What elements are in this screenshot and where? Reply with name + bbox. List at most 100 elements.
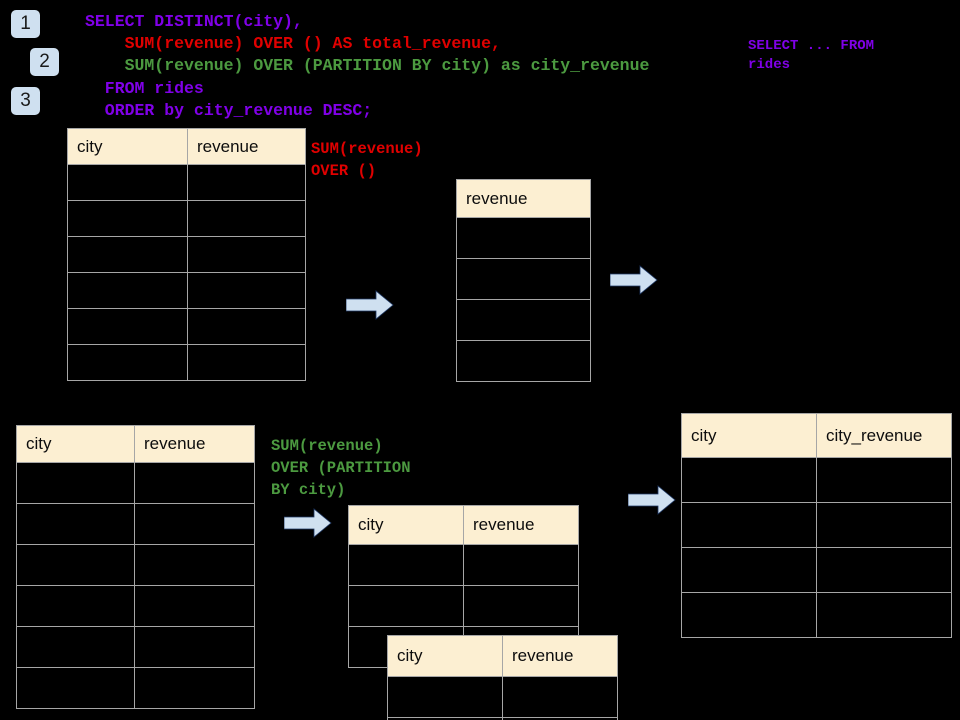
table-row [456,258,591,300]
table-cell [67,164,188,201]
arrow-partition-to-result [627,485,676,515]
column-header-revenue: revenue [502,635,618,677]
table-cell [187,272,306,309]
table-cell [348,544,464,586]
table-cell [456,217,591,259]
column-header-revenue: revenue [187,128,306,165]
sql-line-from-rides: FROM rides [85,79,204,98]
step-badge-2: 2 [30,48,59,76]
table-row [456,217,591,259]
table-row [67,236,306,273]
table-cell [681,592,817,638]
table-cell [456,258,591,300]
table-cell [134,626,255,668]
table-row [456,340,591,382]
table-row [348,544,579,586]
column-header-revenue: revenue [134,425,255,463]
arrow-source-to-total [345,290,394,320]
table-row [681,547,952,593]
table-row [681,592,952,638]
block-arrow-icon [345,290,394,320]
column-header-city: city [348,505,464,545]
table-row [387,676,618,718]
table-cell [134,667,255,709]
table-row [348,585,579,627]
sql-line-order-by: ORDER by city_revenue DESC; [85,101,373,120]
table-cell [16,503,135,545]
table-row [16,667,255,709]
total-revenue-table: revenue [456,179,591,382]
table-cell [134,544,255,586]
table-row [16,585,255,627]
block-arrow-icon [627,485,676,515]
table-cell [816,457,952,503]
column-header-revenue: revenue [463,505,579,545]
column-header-city: city [67,128,188,165]
block-arrow-icon [609,265,658,295]
table-cell [463,585,579,627]
callout-sum-over-empty: SUM(revenue) OVER () [311,140,423,180]
callout-sum-over-partition: SUM(revenue) OVER (PARTITION BY city) [271,437,411,499]
table-cell [67,200,188,237]
table-row [16,544,255,586]
table-row [456,299,591,341]
table-cell [816,547,952,593]
table-row [67,308,306,345]
table-header-row: revenue [456,179,591,218]
table-cell [502,676,618,718]
table-cell [67,236,188,273]
table-cell [502,717,618,720]
table-cell [16,544,135,586]
table-row [67,344,306,381]
table-cell [387,676,503,718]
table-cell [134,462,255,504]
column-header-city: city [387,635,503,677]
sql-line-sum-over-partition: SUM(revenue) OVER (PARTITION BY city) as… [85,56,650,75]
table-cell [67,308,188,345]
table-row [16,462,255,504]
table-cell [187,344,306,381]
sql-line-sum-over-empty: SUM(revenue) OVER () AS total_revenue, [85,34,501,53]
table-row [387,717,618,720]
table-cell [187,308,306,345]
column-header-revenue: revenue [456,179,591,218]
table-cell [681,547,817,593]
table-cell [187,200,306,237]
table-cell [16,626,135,668]
step-badge-1: 1 [11,10,40,38]
step-badge-3: 3 [11,87,40,115]
table-cell [134,503,255,545]
table-cell [187,236,306,273]
sql-line-select-distinct: SELECT DISTINCT(city), [85,12,303,31]
table-cell [816,502,952,548]
table-cell [16,462,135,504]
table-cell [348,585,464,627]
table-row [67,164,306,201]
table-cell [67,344,188,381]
table-cell [16,585,135,627]
table-cell [456,299,591,341]
table-cell [67,272,188,309]
callout-select-from-rides: SELECT ... FROM rides [748,38,875,73]
table-row [16,626,255,668]
block-arrow-icon [283,508,332,538]
arrow-source-to-partition [283,508,332,538]
table-cell [456,340,591,382]
table-cell [816,592,952,638]
column-header-city_revenue: city_revenue [816,413,952,458]
column-header-city: city [681,413,817,458]
arrow-total-to-result [609,265,658,295]
table-row [67,272,306,309]
table-row [681,502,952,548]
table-cell [681,502,817,548]
table-row [67,200,306,237]
